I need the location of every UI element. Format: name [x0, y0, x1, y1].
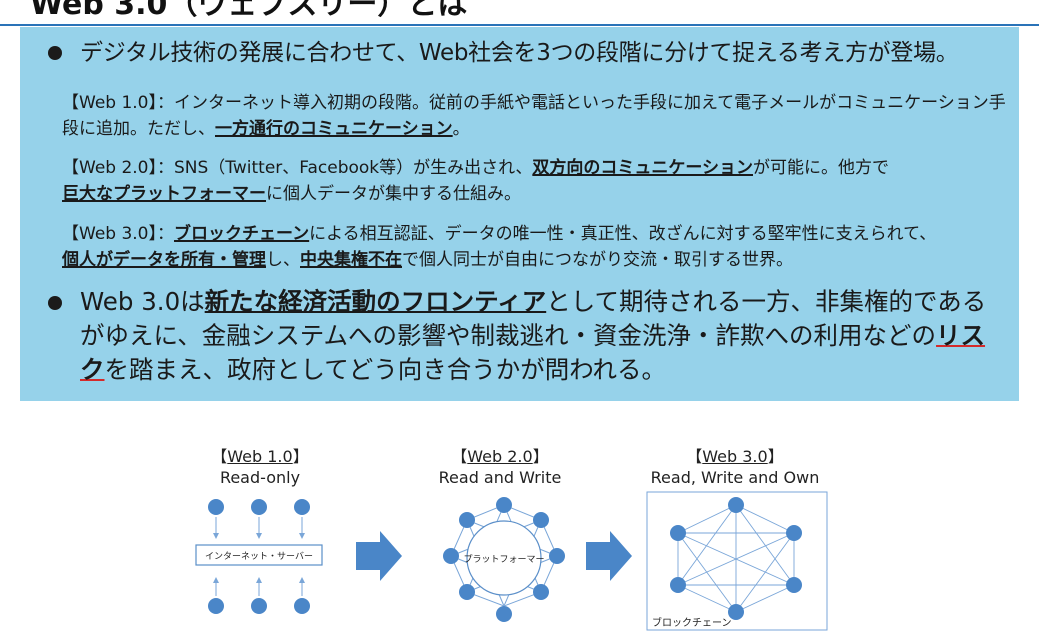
stage-web1-label: 【Web 1.0】 Read-only: [190, 446, 330, 488]
bullet-web3-outlook: Web 3.0は新たな経済活動のフロンティアとして期待される一方、非集権的である…: [48, 285, 1008, 387]
bracket-close: 】: [767, 447, 784, 466]
user-node: [443, 548, 459, 564]
blockchain-label: ブロックチェーン: [652, 616, 732, 629]
bracket-close: 】: [292, 447, 309, 466]
bullet-intro: デジタル技術の発展に合わせて、Web社会を3つの段階に分けて捉える考え方が登場。: [48, 35, 1008, 71]
page-title: Web 3.0（ウェブスリー）とは: [30, 0, 468, 22]
web3-peer-link: [735, 504, 795, 586]
user-node: [533, 512, 549, 528]
platformer-label: プラットフォーマー: [463, 554, 544, 565]
bullet2-risk: リスク: [80, 321, 986, 384]
bullet-dot-icon: [48, 46, 62, 60]
web3-peer-link: [677, 504, 737, 534]
web3-mesh-links: [677, 504, 795, 613]
server-label: インターネット・サーバー: [205, 551, 313, 562]
bracket-open: 【: [211, 447, 228, 466]
user-node: [294, 598, 310, 614]
user-node: [496, 606, 512, 622]
web3-peer-link: [677, 584, 737, 613]
bullet2-emphasis: 新たな経済活動のフロンティア: [204, 287, 547, 316]
stage-web3-label: 【Web 3.0】 Read, Write and Own: [640, 446, 830, 488]
progress-arrow-icon: [586, 531, 632, 581]
web1-description: 【Web 1.0】：インターネット導入初期の段階。従前の手紙や電話といった手段に…: [62, 90, 1007, 142]
user-node: [459, 584, 475, 600]
user-node: [251, 499, 267, 515]
web2-mid: が可能に。他方で: [753, 158, 889, 178]
user-node: [459, 512, 475, 528]
peer-node: [728, 604, 744, 620]
peer-node: [670, 577, 686, 593]
web1-head: 【Web 1.0】：インターネット導入初期の段階。従前の手紙や電話といった手段に…: [62, 93, 1006, 139]
title-rule: [0, 24, 1039, 26]
web2-emphasis-1: 双方向のコミュニケーション: [532, 158, 753, 178]
web2-diagram: プラットフォーマー: [443, 497, 565, 622]
web3-diagram: ブロックチェーン: [646, 491, 828, 631]
web3-emphasis-2: 個人がデータを所有・管理: [62, 250, 266, 270]
bullet-intro-text: デジタル技術の発展に合わせて、Web社会を3つの段階に分けて捉える考え方が登場。: [80, 40, 959, 66]
summary-panel: デジタル技術の発展に合わせて、Web社会を3つの段階に分けて捉える考え方が登場。…: [20, 27, 1019, 401]
peer-node: [728, 497, 744, 513]
stage-web2-label: 【Web 2.0】 Read and Write: [425, 446, 575, 488]
web2-head: 【Web 2.0】：SNS（Twitter、Facebook等）が生み出され、: [62, 158, 533, 178]
web3-peer-link: [735, 532, 795, 613]
user-node: [208, 598, 224, 614]
web2-emphasis-2: 巨大なプラットフォーマー: [62, 184, 266, 204]
progress-arrow-icon: [356, 531, 402, 581]
bracket-open: 【: [686, 447, 703, 466]
stage-web2-subtitle: Read and Write: [438, 468, 562, 487]
web3-mid-2: し、: [266, 250, 300, 270]
web1-top-nodes: [208, 499, 310, 539]
stage-web3-subtitle: Read, Write and Own: [650, 468, 820, 487]
web3-tail: で個人同士が自由につながり交流・取引する世界。: [402, 250, 793, 270]
stage-web1-name: Web 1.0: [227, 447, 293, 466]
user-node: [533, 584, 549, 600]
bracket-open: 【: [451, 447, 468, 466]
web3-emphasis-1: ブロックチェーン: [174, 224, 310, 244]
bullet2-head: Web 3.0は: [80, 287, 205, 316]
user-node: [251, 598, 267, 614]
bracket-close: 】: [532, 447, 549, 466]
web3-head: 【Web 3.0】：: [62, 224, 175, 244]
server-box: [195, 544, 323, 566]
peer-node: [786, 577, 802, 593]
bullet-dot-icon: [48, 296, 62, 310]
user-node: [294, 499, 310, 515]
web1-bottom-nodes: [208, 577, 310, 614]
user-node: [208, 499, 224, 515]
web2-description: 【Web 2.0】：SNS（Twitter、Facebook等）が生み出され、双…: [62, 155, 1007, 207]
web3-peer-link: [735, 584, 795, 613]
web3-peer-link: [677, 532, 737, 613]
blockchain-frame: [646, 491, 828, 631]
stage-web2-name: Web 2.0: [467, 447, 533, 466]
platformer-hub: [466, 520, 542, 596]
stage-web3-name: Web 3.0: [702, 447, 768, 466]
web3-emphasis-3: 中央集権不在: [300, 250, 402, 270]
web2-tail: に個人データが集中する仕組み。: [266, 184, 521, 204]
user-node: [496, 497, 512, 513]
web1-diagram: インターネット・サーバー: [195, 499, 323, 614]
web3-mid-1: による相互認証、データの唯一性・真正性、改ざんに対する堅牢性に支えられて、: [309, 224, 937, 244]
web3-description: 【Web 3.0】：ブロックチェーンによる相互認証、データの唯一性・真正性、改ざ…: [62, 221, 1007, 273]
peer-node: [786, 525, 802, 541]
bullet2-tail: を踏まえ、政府としてどう向き合うかが問われる。: [104, 355, 667, 384]
web3-peer-link: [677, 532, 795, 586]
stage-web1-subtitle: Read-only: [219, 468, 301, 487]
web3-peer-link: [677, 504, 737, 586]
web1-tail: 。: [452, 119, 470, 139]
web3-peer-link: [735, 504, 795, 534]
web1-emphasis: 一方通行のコミュニケーション: [215, 119, 453, 139]
bullet2-mid: として期待される一方、非集権的であるがゆえに、金融システムへの影響や制裁逃れ・資…: [80, 287, 987, 350]
bullet-web3-text: Web 3.0は新たな経済活動のフロンティアとして期待される一方、非集権的である…: [80, 285, 1008, 387]
peer-node: [670, 525, 686, 541]
web3-nodes: [670, 497, 802, 620]
user-node: [549, 548, 565, 564]
